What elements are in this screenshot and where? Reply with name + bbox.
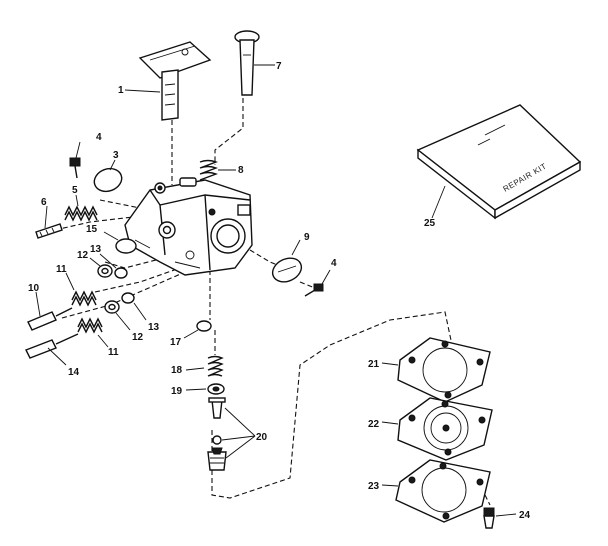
label-17: 17 (170, 337, 182, 348)
part-13-washer-upper (99, 253, 128, 279)
part-18-spring (185, 355, 224, 377)
label-22: 22 (368, 419, 380, 430)
label-4-lower: 4 (331, 258, 337, 269)
label-13-lower: 13 (148, 322, 160, 333)
part-5-spring (64, 194, 98, 222)
part-12-packing-lower (104, 300, 131, 331)
label-18: 18 (171, 365, 183, 376)
part-23-cover (381, 459, 491, 523)
label-24: 24 (519, 510, 531, 521)
label-11-lower: 11 (108, 347, 119, 358)
part-7-choke-shaft (234, 30, 275, 96)
part-6-screw (35, 205, 63, 239)
label-1: 1 (118, 85, 124, 96)
part-22-diaphragm (381, 397, 493, 461)
label-11-upper: 11 (56, 264, 67, 275)
part-15-gasket-ring (103, 231, 137, 254)
part-8-spring (199, 159, 236, 181)
label-14: 14 (68, 367, 80, 378)
label-12-lower: 12 (132, 332, 144, 343)
part-19-washer (185, 383, 225, 395)
part-25-repair-kit: REPAIR KIT (416, 104, 582, 220)
label-15: 15 (86, 224, 98, 235)
label-3: 3 (113, 150, 119, 161)
part-11-spring-lower (77, 317, 109, 348)
part-3-throttle-disc (93, 159, 123, 193)
label-8: 8 (238, 165, 244, 176)
part-4-screw-upper (69, 141, 81, 179)
label-23: 23 (368, 481, 380, 492)
label-4-upper: 4 (96, 132, 102, 143)
carburetor-body (124, 177, 253, 276)
label-12-upper: 12 (77, 250, 89, 261)
part-9-choke-plate (271, 239, 303, 283)
label-25: 25 (424, 218, 436, 229)
label-9: 9 (304, 232, 310, 243)
label-10: 10 (28, 283, 40, 294)
callout-labels: 1 7 8 4 3 5 6 15 13 12 11 10 13 12 11 14… (28, 61, 531, 521)
part-11-spring-upper (65, 272, 97, 307)
label-20: 20 (256, 432, 268, 443)
part-13-washer-lower (121, 292, 147, 321)
part-14-mixture-needle (25, 333, 79, 366)
label-21: 21 (368, 359, 380, 370)
label-7: 7 (276, 61, 282, 72)
part-21-gasket (381, 337, 491, 403)
part-1-throttle-shaft (124, 41, 212, 121)
label-13-upper: 13 (90, 244, 102, 255)
part-10-mixture-needle (27, 291, 73, 331)
label-5: 5 (72, 185, 78, 196)
part-4-screw-lower (304, 269, 331, 297)
part-24-screw (483, 507, 517, 529)
part-20-inlet-needle-assembly (207, 397, 256, 471)
label-19: 19 (171, 386, 183, 397)
part-12-packing-upper (89, 257, 113, 278)
label-6: 6 (41, 197, 47, 208)
part-17-washer (183, 320, 212, 339)
